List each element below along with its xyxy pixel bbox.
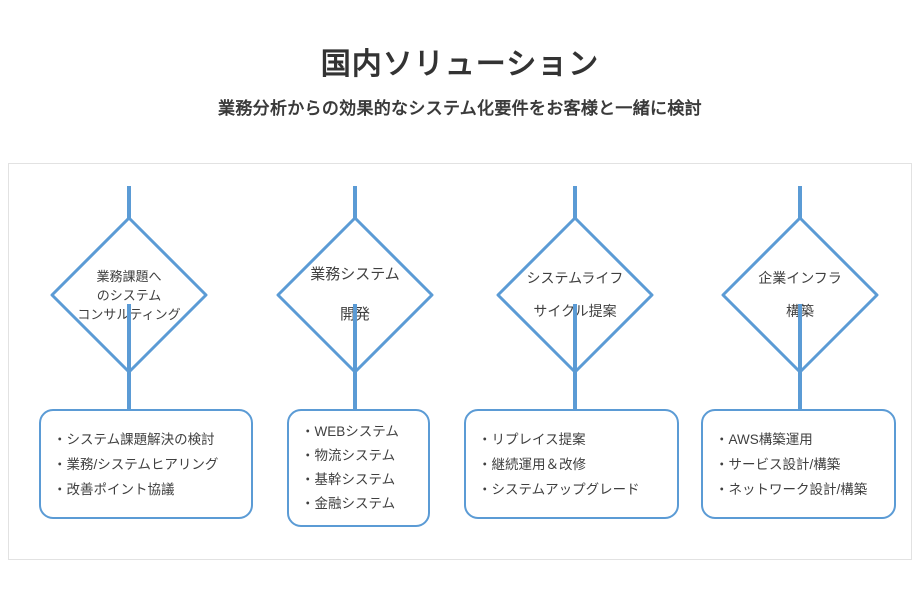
connector-bottom-4 — [798, 304, 802, 414]
list-item: ・継続運用＆改修 — [478, 456, 586, 472]
list-item: ・リプレイス提案 — [478, 431, 586, 447]
diagram-frame: 業務課題へ のシステム コンサルティング ・システム課題解決の検討 ・業務/シス… — [8, 163, 912, 560]
connector-bottom-2 — [353, 304, 357, 414]
list-item: ・物流システム — [301, 448, 396, 463]
diagram-column-3: システムライフ サイクル提案 ・リプレイス提案 ・継続運用＆改修 ・システムアッ… — [461, 164, 689, 561]
detail-box-4[interactable]: ・AWS構築運用 ・サービス設計/構築 ・ネットワーク設計/構築 — [701, 409, 896, 519]
detail-box-1[interactable]: ・システム課題解決の検討 ・業務/システムヒアリング ・改善ポイント協議 — [39, 409, 253, 519]
list-item: ・WEBシステム — [301, 424, 399, 439]
page-title: 国内ソリューション — [320, 48, 600, 81]
detail-box-3[interactable]: ・リプレイス提案 ・継続運用＆改修 ・システムアップグレード — [464, 409, 679, 519]
list-item: ・業務/システムヒアリング — [53, 456, 219, 472]
list-item: ・ネットワーク設計/構築 — [715, 481, 868, 497]
page-subtitle: 業務分析からの効果的なシステム化要件をお客様と一緒に検討 — [218, 99, 702, 118]
list-item: ・AWS構築運用 — [715, 431, 813, 447]
node-line: システムライフ — [526, 270, 624, 286]
list-item: ・金融システム — [301, 496, 396, 511]
connector-bottom-1 — [127, 304, 131, 414]
diagram-column-4: 企業インフラ 構築 ・AWS構築運用 ・サービス設計/構築 ・ネットワーク設計/… — [689, 164, 911, 561]
list-item: ・システムアップグレード — [478, 481, 640, 497]
node-line: 企業インフラ — [758, 270, 842, 286]
node-line: のシステム — [96, 287, 162, 303]
detail-box-2[interactable]: ・WEBシステム ・物流システム ・基幹システム ・金融システム — [287, 409, 430, 527]
header: 国内ソリューション 業務分析からの効果的なシステム化要件をお客様と一緒に検討 — [0, 0, 920, 119]
list-item: ・基幹システム — [301, 472, 396, 487]
list-item: ・改善ポイント協議 — [53, 481, 175, 497]
list-item: ・システム課題解決の検討 — [53, 431, 215, 447]
list-item: ・サービス設計/構築 — [715, 456, 841, 472]
node-line: 業務システム — [310, 266, 400, 283]
connector-bottom-3 — [573, 304, 577, 414]
diagram-column-1: 業務課題へ のシステム コンサルティング ・システム課題解決の検討 ・業務/シス… — [9, 164, 253, 561]
diagram-column-2: 業務システム 開発 ・WEBシステム ・物流システム ・基幹システム ・金融シス… — [249, 164, 461, 561]
node-line: 業務課題へ — [96, 268, 162, 284]
